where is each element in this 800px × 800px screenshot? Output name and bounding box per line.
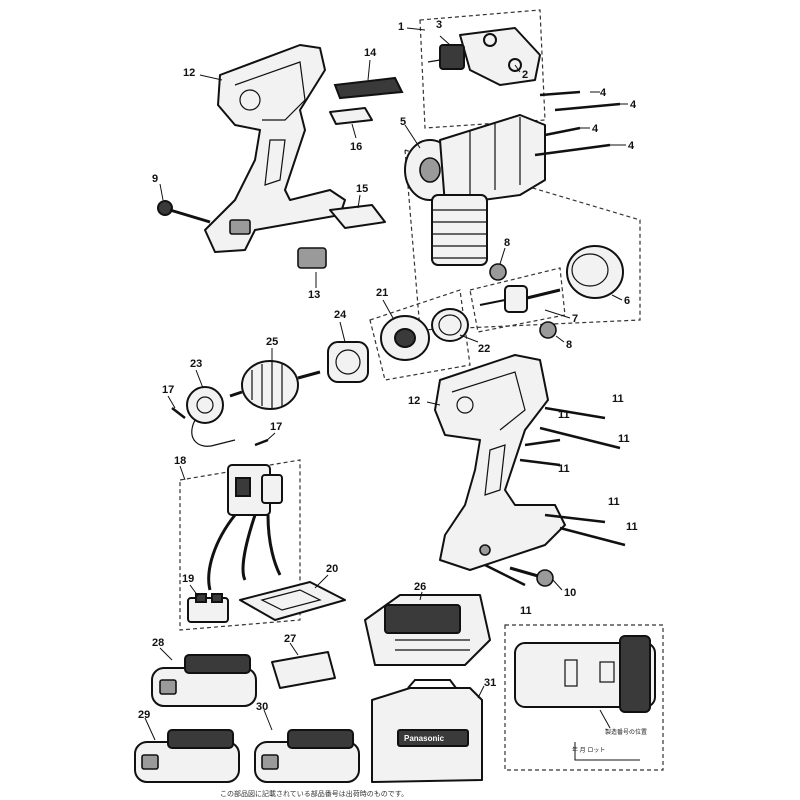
part-18-switch-assembly	[179, 459, 301, 631]
part-29-battery	[134, 729, 240, 783]
part-23-brush-holder	[186, 386, 236, 447]
part-24-ring-gear	[327, 341, 369, 383]
callout-4c: 4	[592, 123, 599, 135]
part-27-card	[271, 651, 336, 689]
callout-23: 23	[190, 358, 202, 370]
part-28-battery	[151, 654, 257, 707]
callout-15: 15	[356, 183, 368, 195]
part-8-nut-lower	[539, 321, 557, 339]
inset-serial-sublabel: 年 月 ロット	[572, 746, 605, 754]
callout-20: 20	[326, 563, 338, 575]
callout-22: 22	[478, 343, 490, 355]
part-25-armature	[229, 360, 321, 410]
part-20-plate	[239, 581, 346, 621]
footer-note: この部品図に記載されている部品番号は出荷時のものです。	[220, 789, 408, 798]
part-12-housing-half-left	[204, 44, 346, 253]
callout-19: 19	[182, 573, 194, 585]
callout-17a: 17	[162, 384, 174, 396]
callout-11d: 11	[558, 463, 570, 475]
part-5-gear-housing	[404, 114, 641, 331]
callout-11a: 11	[612, 393, 624, 405]
part-9-screw	[157, 200, 211, 224]
callout-12a: 12	[183, 67, 195, 79]
callout-2: 2	[522, 69, 528, 81]
callout-14: 14	[364, 47, 377, 59]
part-11-screws	[484, 406, 626, 587]
part-1-clamp-assembly	[419, 9, 546, 129]
callout-27: 27	[284, 633, 296, 645]
callout-numbers: 1 2 3 4 4 4 4 5 6 7 8 8 9 10 11 11 11 11…	[138, 19, 638, 721]
callout-4b: 4	[630, 99, 637, 111]
callout-9: 9	[152, 173, 158, 185]
callout-1: 1	[398, 21, 404, 33]
part-15-plate	[329, 204, 386, 229]
callout-4d: 4	[628, 140, 635, 152]
serial-number-inset: 製造番号の位置 年 月 ロット	[504, 624, 664, 771]
case-brand-label: Panasonic	[404, 734, 445, 743]
part-26-charger	[364, 594, 491, 666]
callout-11e: 11	[608, 496, 620, 508]
callout-3: 3	[436, 19, 442, 31]
part-7-spindle	[469, 267, 566, 333]
callout-5: 5	[400, 116, 406, 128]
callout-24: 24	[334, 309, 347, 321]
part-4-screws	[534, 90, 621, 157]
part-22-ring	[431, 308, 469, 342]
callout-11f: 11	[626, 521, 638, 533]
part-19-terminal-block	[187, 593, 229, 623]
callout-11b: 11	[558, 409, 570, 421]
callout-28: 28	[152, 637, 164, 649]
part-12-housing-half-right	[434, 354, 566, 571]
callout-25: 25	[266, 336, 278, 348]
callout-31: 31	[484, 677, 496, 689]
callout-11c: 11	[618, 433, 630, 445]
callout-21: 21	[376, 287, 388, 299]
part-14-label-strip	[333, 76, 404, 100]
part-13-small-block	[297, 247, 327, 269]
callout-8b: 8	[566, 339, 572, 351]
callout-4a: 4	[600, 87, 607, 99]
callout-6: 6	[624, 295, 630, 307]
part-21-gear-case	[369, 289, 471, 381]
part-17-screw-left	[171, 407, 186, 419]
callout-8a: 8	[504, 237, 510, 249]
callout-26: 26	[414, 581, 426, 593]
callout-11g: 11	[520, 605, 532, 617]
callout-30: 30	[256, 701, 268, 713]
part-30-battery	[254, 729, 360, 783]
part-6-cap	[566, 245, 624, 299]
part-16-plate	[329, 107, 373, 125]
callout-10: 10	[564, 587, 576, 599]
callout-18: 18	[174, 455, 186, 467]
part-8-nut-upper	[489, 263, 507, 281]
callout-7: 7	[572, 313, 578, 325]
inset-serial-label: 製造番号の位置	[605, 728, 647, 736]
callout-16: 16	[350, 141, 362, 153]
callout-17b: 17	[270, 421, 282, 433]
callout-12b: 12	[408, 395, 420, 407]
callout-13: 13	[308, 289, 320, 301]
callout-29: 29	[138, 709, 150, 721]
leader-lines	[144, 27, 628, 741]
part-31-carrying-case: Panasonic	[371, 679, 483, 783]
part-10-screw	[509, 566, 554, 587]
